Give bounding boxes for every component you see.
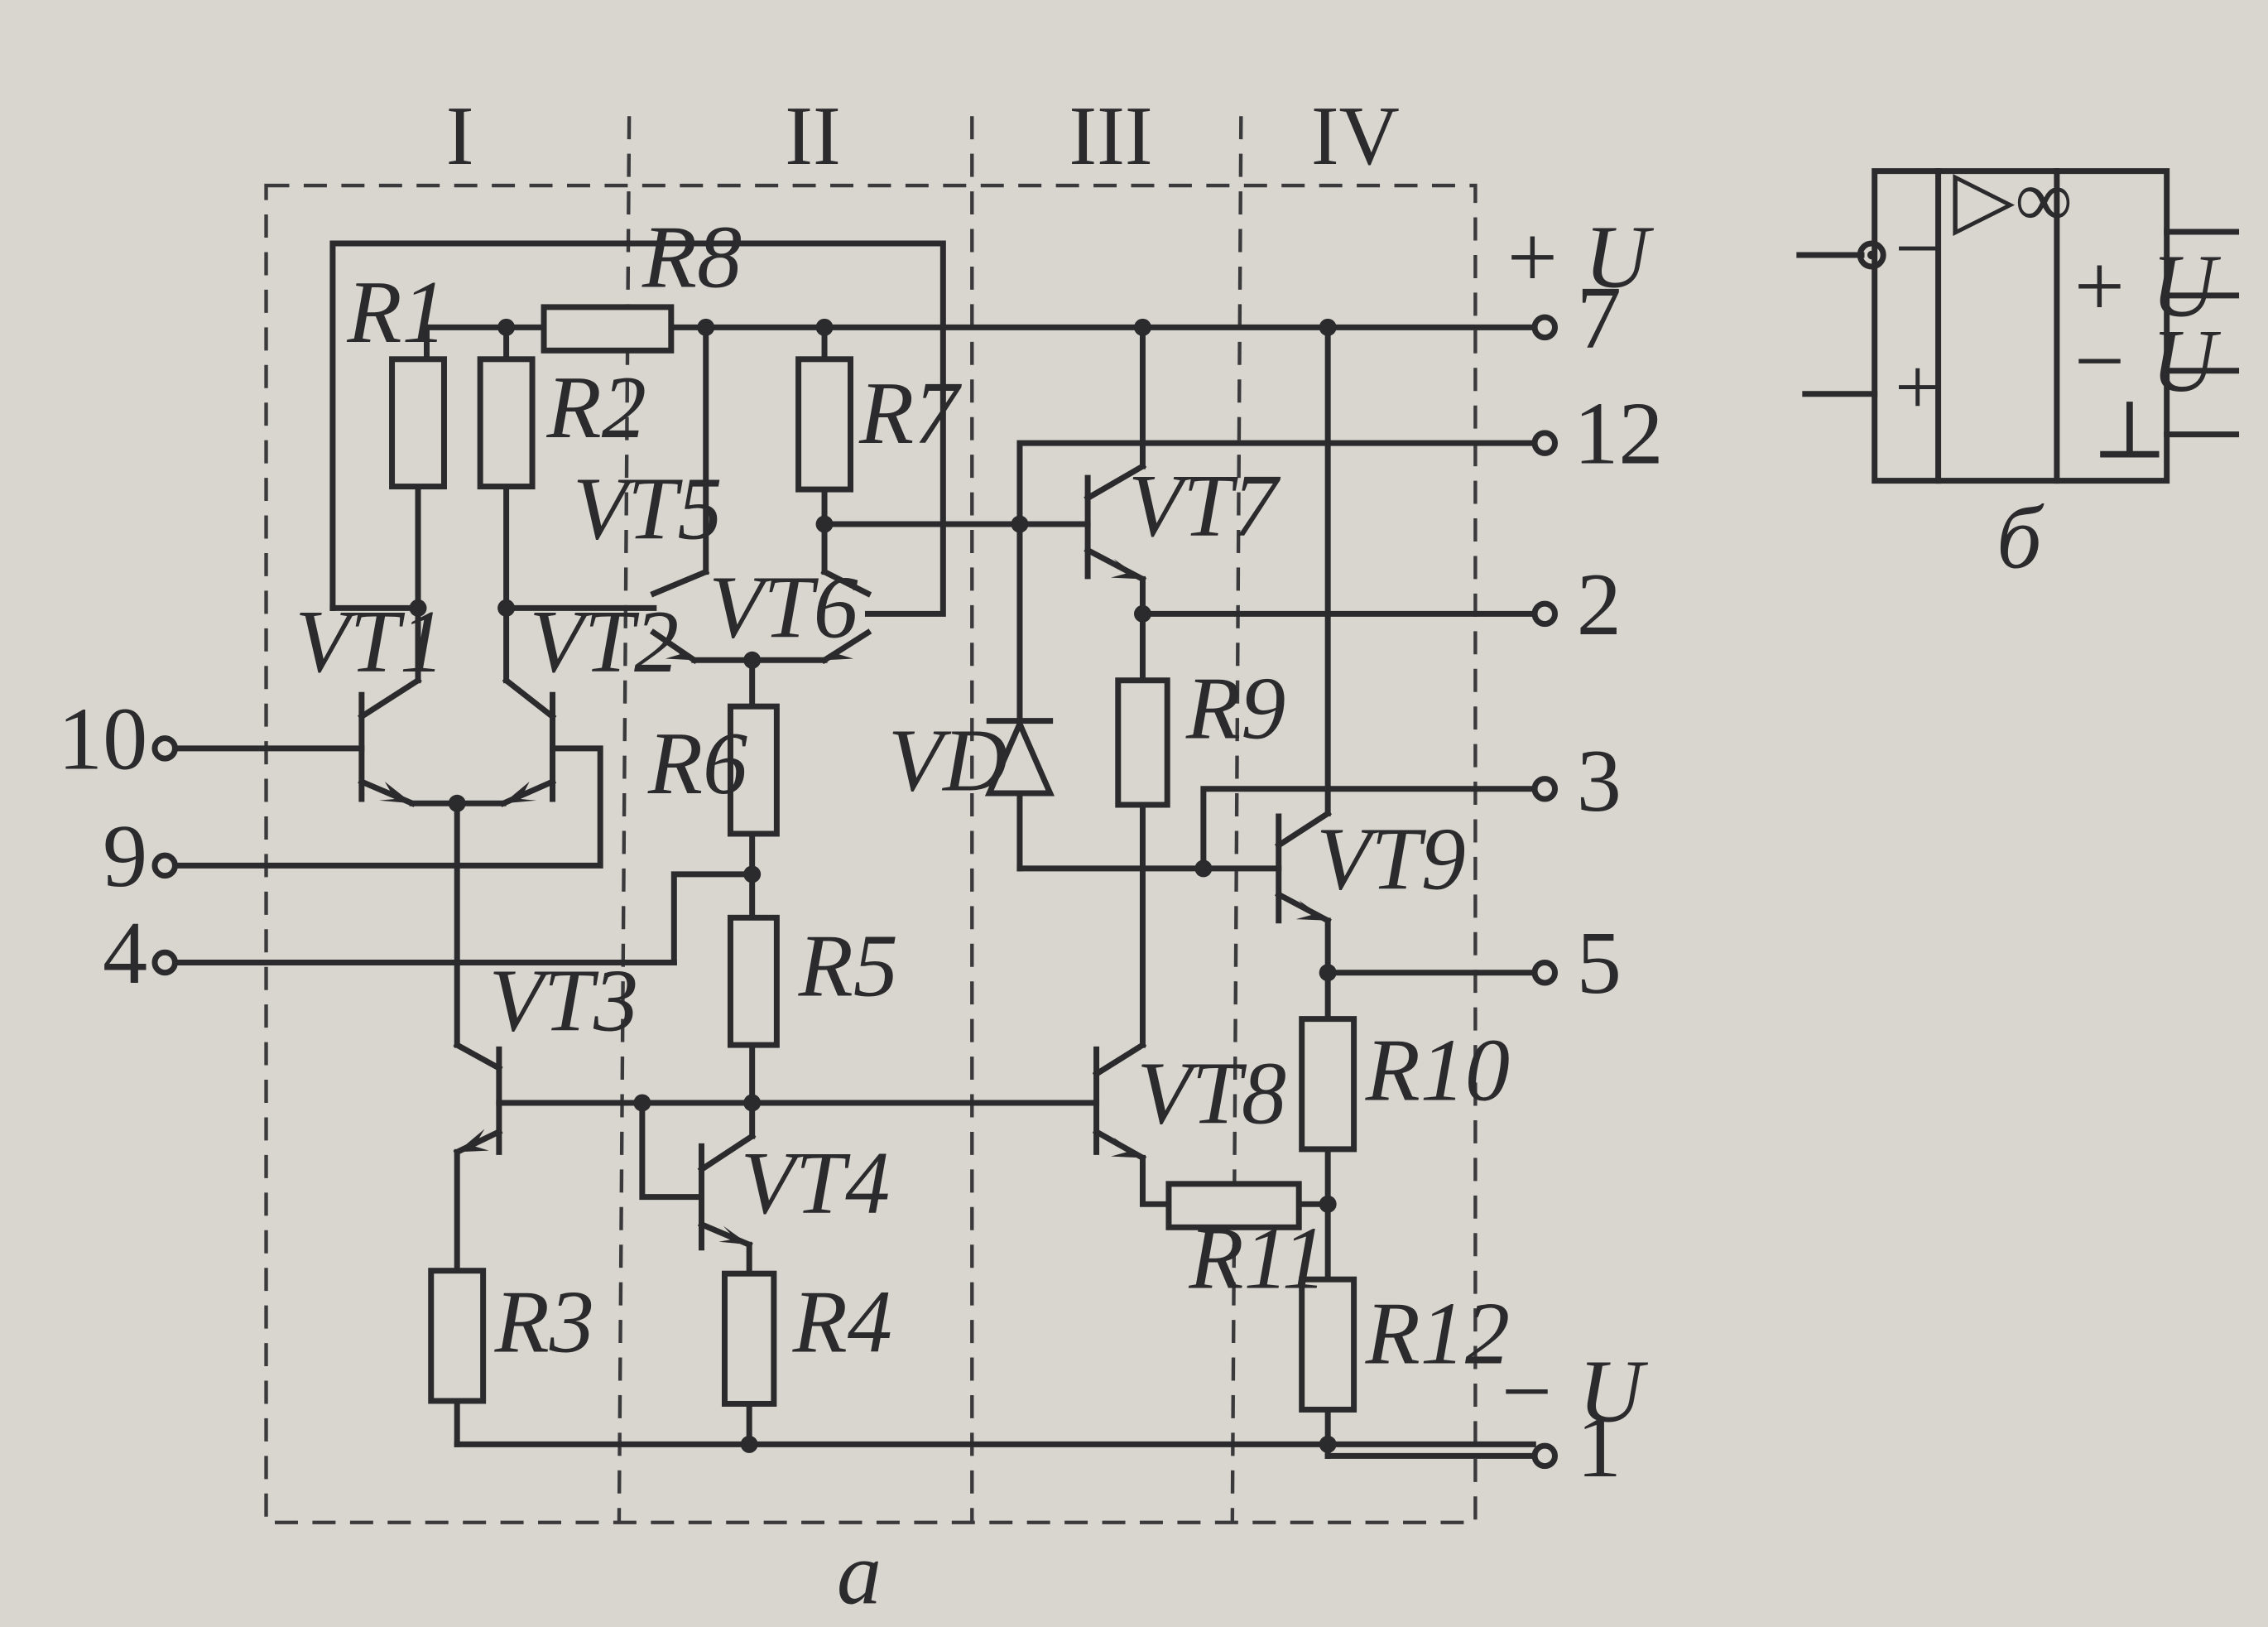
opamp-infinity-label: ▷∞ [1953,155,2073,244]
pin-5: 5 [1577,913,1622,1013]
emitter-arrows [378,558,1329,1245]
section-label-1: I [446,89,474,182]
label-r10: R10 [1365,1020,1511,1119]
resistor-r4 [721,1270,777,1407]
label-vt2: VT2 [530,592,680,691]
resistor-r10 [1299,1016,1357,1153]
resistor-r12 [1299,1276,1357,1413]
ground-icon: ⊥ [2092,387,2168,476]
pin-3: 3 [1577,731,1622,830]
label-vt3: VT3 [489,951,639,1051]
resistor-r3 [428,1268,487,1404]
diode-vd [984,716,1055,797]
supply-minus-label: − U [1496,1341,1649,1441]
label-vt5: VT5 [573,459,723,558]
section-label-3: III [1069,89,1152,182]
label-r2: R2 [546,358,646,457]
label-vd: VD [888,711,1007,811]
resistor-r9 [1115,677,1170,808]
opamp-plus-u-label: + U [2069,236,2222,335]
label-r5: R5 [798,917,898,1016]
label-vt1: VT1 [295,592,444,691]
label-vt9: VT9 [1316,809,1466,908]
opamp-symbol [1796,168,2240,484]
pin-9: 9 [103,806,147,906]
caption-a: а [837,1524,882,1624]
pin-10: 10 [58,689,147,788]
label-vt4: VT4 [741,1134,891,1233]
pin-4: 4 [103,903,147,1003]
pin-12: 12 [1574,384,1663,484]
pin-1: 1 [1577,1397,1622,1496]
opamp-noninverting-label: + [1895,343,1940,432]
supply-plus-label: + U [1502,207,1655,306]
label-r7: R7 [858,363,962,463]
section-label-2: II [785,89,841,182]
section-label-4: IV [1311,89,1400,182]
label-r9: R9 [1185,659,1285,758]
opamp-inverting-label: − [1895,204,1940,293]
resistor-r7 [795,356,853,493]
label-r4: R4 [792,1273,892,1372]
pin-2: 2 [1577,555,1622,654]
resistor-r6 [727,703,780,837]
label-vt8: VT8 [1136,1043,1286,1143]
terminals [151,314,1559,1470]
label-r12: R12 [1365,1284,1511,1384]
label-r11: R11 [1188,1209,1326,1308]
resistor-r5 [727,914,780,1048]
resistor-r2 [477,356,536,490]
label-vt6: VT6 [709,557,858,657]
label-r8: R8 [641,207,742,306]
label-r6: R6 [647,714,747,813]
caption-b: б [1997,488,2045,587]
resistor-r11 [1165,1181,1302,1230]
opamp-minus-u-label: − U [2069,311,2222,411]
resistor-r1 [389,356,447,490]
label-r3: R3 [494,1273,594,1372]
label-r1: R1 [346,262,446,362]
resistor-r8 [541,304,675,354]
label-vt7: VT7 [1128,456,1281,556]
pin-7: 7 [1577,268,1622,368]
